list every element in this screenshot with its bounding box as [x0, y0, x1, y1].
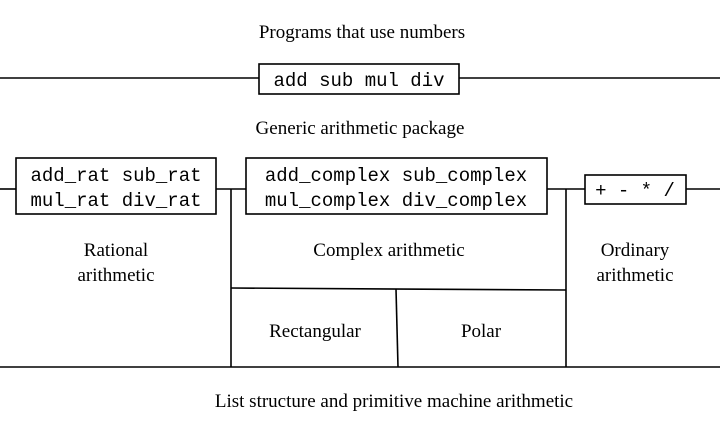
rational-ops-box	[15, 157, 217, 215]
programs-label: Programs that use numbers	[259, 22, 465, 43]
rectangular-label: Rectangular	[269, 321, 361, 342]
generic-package-label: Generic arithmetic package	[256, 118, 465, 139]
list-structure-label: List structure and primitive machine ari…	[215, 391, 573, 412]
polar-label: Polar	[461, 321, 502, 342]
rational-ops-line1: add_rat sub_rat	[30, 165, 201, 187]
complex-ops-line1: add_complex sub_complex	[265, 165, 527, 187]
complex-label: Complex arithmetic	[313, 240, 464, 261]
generic-ops-box	[258, 63, 460, 95]
complex-ops-box	[245, 157, 548, 215]
ordinary-label-line2: arithmetic	[596, 265, 673, 286]
complex-sub-barrier	[230, 287, 567, 291]
ordinary-label-line1: Ordinary	[601, 240, 670, 261]
rational-label-line1: Rational	[84, 240, 148, 261]
ordinary-ops-box	[584, 174, 687, 205]
rational-ops-line2: mul_rat div_rat	[30, 190, 201, 212]
generic-ops-text: add sub mul div	[273, 70, 444, 92]
rational-label-line2: arithmetic	[77, 265, 154, 286]
rect-polar-divider	[395, 288, 399, 368]
ordinary-ops-text: + - * /	[595, 180, 675, 202]
complex-ops-line2: mul_complex div_complex	[265, 190, 527, 212]
